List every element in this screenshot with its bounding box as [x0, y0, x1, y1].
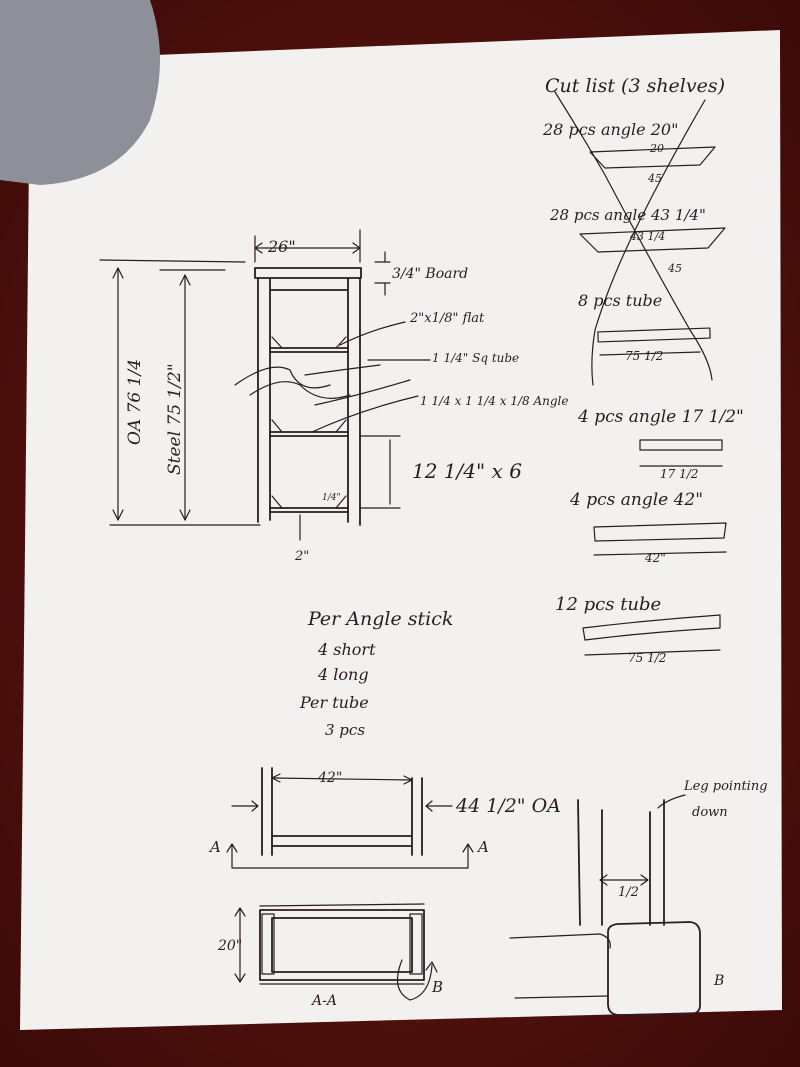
cut-item-1-angle: 45 [647, 172, 662, 185]
angle-label: 1 1/4 x 1 1/4 x 1/8 Angle [420, 394, 568, 408]
note-line-2: 4 short [317, 640, 376, 659]
cut-item-4-dim: 17 1/2 [660, 467, 698, 481]
cut-item-6-dim: 75 1/2 [628, 651, 666, 665]
cut-list-title: Cut list (3 shelves) [545, 75, 725, 97]
section-view [234, 903, 438, 1001]
detail-view [509, 794, 701, 1016]
board-label: 3/4" Board [392, 266, 468, 282]
front-overall-width: 44 1/2" OA [455, 795, 561, 817]
flat-label: 2"x1/8" flat [409, 311, 485, 326]
base-label: 2" [294, 549, 309, 564]
cut-item-5: 4 pcs angle 42" [569, 490, 703, 510]
section-depth: 20" [217, 938, 242, 954]
gray-object [0, 0, 160, 185]
width-label: 26" [267, 237, 296, 256]
tube-label: 1 1/4" Sq tube [432, 351, 519, 365]
section-mark-left: A [208, 838, 221, 856]
detail-caption: B [713, 973, 724, 989]
cut-item-4: 4 pcs angle 17 1/2" [577, 407, 744, 427]
note-line-1: Per Angle stick [307, 608, 453, 630]
cut-item-2-dim: 43 1/4 [629, 230, 665, 243]
section-mark-right: A [476, 838, 489, 856]
cut-item-5-dim: 42" [644, 551, 666, 565]
cut-item-2: 28 pcs angle 43 1/4" [549, 206, 706, 224]
cut-item-2-angle: 45 [667, 262, 682, 275]
detail-offset: 1/2 [618, 885, 639, 900]
paper [20, 30, 782, 1030]
cut-item-6: 12 pcs tube [555, 594, 661, 615]
spacing-label: 12 1/4" x 6 [412, 459, 522, 483]
note-line-4: Per tube [299, 693, 369, 712]
leg-note-line-1: Leg pointing [683, 779, 768, 794]
note-line-3: 4 long [317, 665, 369, 684]
steel-label: Steel 75 1/2" [165, 363, 185, 475]
cut-item-3-dim: 75 1/2 [625, 349, 663, 363]
section-caption: A-A [310, 993, 337, 1009]
cut-item-1-dim: 20 [649, 142, 664, 155]
cut-item-1: 28 pcs angle 20" [542, 120, 678, 139]
front-view [226, 767, 474, 869]
cut-list-sketches [554, 91, 727, 656]
leg-note-line-2: down [692, 805, 728, 820]
cut-item-3: 8 pcs tube [578, 291, 662, 310]
shelf-elevation [99, 229, 431, 541]
small-angle-label: 1/4" [322, 493, 341, 503]
front-inner-width: 42" [317, 770, 342, 786]
oa-label: OA 76 1/4 [125, 359, 145, 445]
note-line-5: 3 pcs [325, 721, 365, 739]
detail-reference: B [431, 978, 443, 996]
